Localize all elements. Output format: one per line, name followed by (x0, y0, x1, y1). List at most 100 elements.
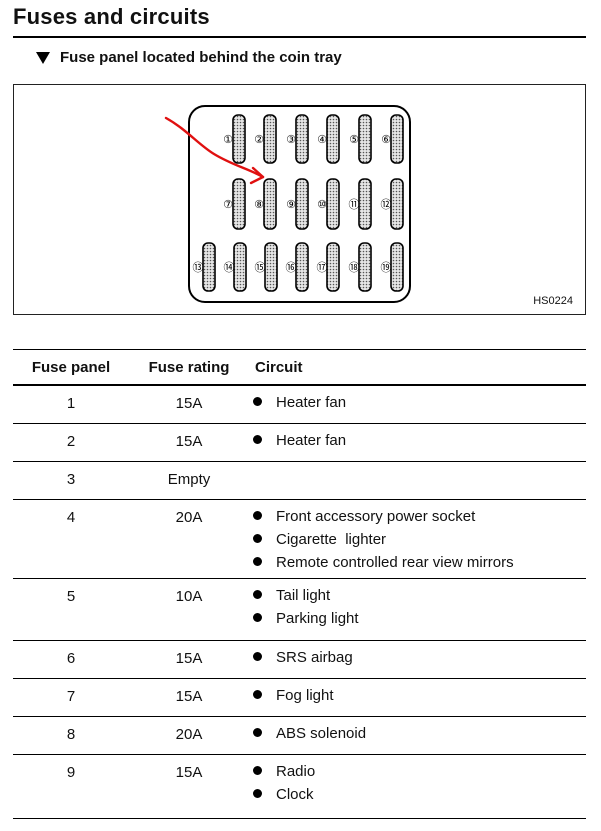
circuit-list: Heater fan (253, 391, 586, 414)
fuse-body (358, 178, 372, 230)
fuse-number-label: ⑭ (224, 261, 235, 274)
circuit-item: SRS airbag (253, 646, 586, 669)
fuse-body (295, 114, 309, 164)
fuse-slot-4: ④ (317, 114, 340, 164)
fuse-number-label: ⑪ (349, 198, 360, 211)
circuit-cell: Fog light (249, 678, 586, 717)
bullet-icon (253, 397, 262, 406)
circuit-name: SRS airbag (276, 648, 353, 666)
fuse-number-label: ⑱ (349, 261, 360, 274)
fuse-slot-2: ② (254, 114, 277, 164)
fuse-rating-cell: 15A (129, 754, 249, 819)
circuit-name: Parking light (276, 609, 359, 627)
header-circuit: Circuit (249, 351, 586, 386)
triangle-down-icon (36, 51, 50, 64)
fuse-rating-cell: 10A (129, 578, 249, 641)
fuse-number-label: ⑩ (317, 198, 327, 211)
fuse-body (358, 114, 372, 164)
fuse-number-label: ④ (317, 133, 327, 146)
fuse-body (263, 114, 277, 164)
circuit-item: Heater fan (253, 429, 586, 452)
fuse-panel-cell: 8 (13, 716, 129, 755)
fuse-number-label: ② (254, 133, 264, 146)
table-header-row: Fuse panel Fuse rating Circuit (13, 351, 586, 386)
fuse-body (326, 242, 340, 292)
circuit-name: Cigarette lighter (276, 530, 387, 548)
circuit-item: Cigarette lighter (253, 528, 586, 551)
circuit-name: Tail light (276, 586, 331, 604)
circuit-item: Clock (253, 783, 586, 806)
fuse-body (295, 242, 309, 292)
fuse-panel-cell: 3 (13, 461, 129, 500)
fuse-rating-cell: Empty (129, 461, 249, 500)
fuse-number-label: ⑬ (193, 261, 204, 274)
circuit-list: SRS airbag (253, 646, 586, 669)
fuse-number-label: ⑲ (381, 261, 392, 274)
bullet-icon (253, 612, 262, 622)
bullet-icon (253, 556, 262, 566)
fuse-slot-14: ⑭ (224, 242, 247, 292)
fuse-panel-cell: 9 (13, 754, 129, 819)
bullet-icon (253, 510, 262, 520)
fuse-slot-13: ⑬ (193, 242, 216, 292)
fuse-slot-9: ⑨ (286, 178, 309, 230)
circuit-item: Parking light (253, 607, 586, 630)
fuse-panel-cell: 4 (13, 499, 129, 579)
fuse-rating-cell: 15A (129, 640, 249, 679)
fuse-number-label: ⑦ (223, 198, 233, 211)
fuse-body (390, 114, 404, 164)
fuse-slot-7: ⑦ (223, 178, 246, 230)
subtitle-text: Fuse panel located behind the coin tray (60, 49, 342, 66)
fuse-body (390, 178, 404, 230)
circuit-name: Remote controlled rear view mirrors (276, 553, 514, 571)
bullet-icon (253, 788, 262, 798)
fuse-number-label: ⑧ (254, 198, 264, 211)
circuit-list: Fog light (253, 684, 586, 707)
fuse-body (326, 178, 340, 230)
fuse-slot-8: ⑧ (254, 178, 277, 230)
circuit-list: ABS solenoid (253, 722, 586, 745)
fuse-rating-cell: 15A (129, 385, 249, 424)
fuse-number-label: ① (223, 133, 233, 146)
fuse-body (232, 114, 246, 164)
fuse-slot-19: ⑲ (381, 242, 404, 292)
fuse-body (390, 242, 404, 292)
fuse-number-label: ⑨ (286, 198, 296, 211)
title-rule (13, 36, 586, 38)
circuit-name: Front accessory power socket (276, 507, 476, 525)
fuse-number-label: ⑥ (381, 133, 391, 146)
fuse-slot-17: ⑰ (317, 242, 340, 292)
fuse-slot-12: ⑫ (381, 178, 404, 230)
fuse-slot-5: ⑤ (349, 114, 372, 164)
fuse-rating-cell: 15A (129, 678, 249, 717)
fuse-number-label: ⑤ (349, 133, 359, 146)
fuse-panel-cell: 2 (13, 423, 129, 462)
table-top-rule (13, 349, 586, 350)
fuse-rating-cell: 15A (129, 423, 249, 462)
fuse-body (263, 178, 277, 230)
circuit-cell (249, 461, 586, 500)
bullet-icon (253, 589, 262, 599)
red-arrow-annotation (164, 116, 265, 185)
fuse-body (295, 178, 309, 230)
bullet-icon (253, 765, 262, 775)
fuse-slot-10: ⑩ (317, 178, 340, 230)
fuse-slot-15: ⑮ (255, 242, 278, 292)
circuit-name: Heater fan (276, 431, 347, 449)
page-title: Fuses and circuits (13, 4, 210, 29)
fuse-rating-cell: 20A (129, 716, 249, 755)
fuse-body (358, 242, 372, 292)
fuse-body (233, 242, 247, 292)
circuit-cell: Heater fan (249, 385, 586, 424)
circuit-name: ABS solenoid (276, 724, 367, 742)
fuse-number-label: ⑫ (381, 198, 392, 211)
fuse-slot-1: ① (223, 114, 246, 164)
fuse-slot-18: ⑱ (349, 242, 372, 292)
